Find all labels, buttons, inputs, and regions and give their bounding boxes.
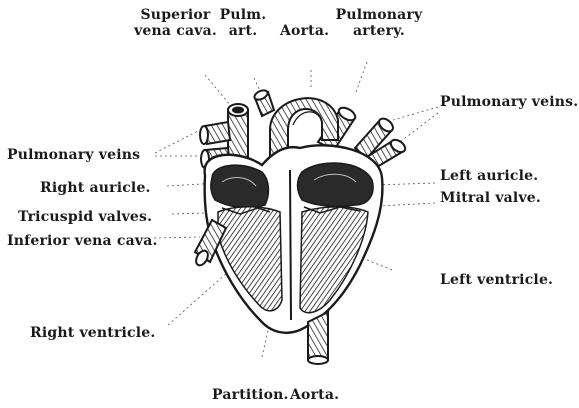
label-pulmonary-veins-left: Pulmonary veins bbox=[7, 147, 140, 163]
descending-aorta bbox=[308, 312, 328, 364]
label-right-ventricle: Right ventricle. bbox=[30, 325, 155, 341]
label-mitral-valve: Mitral valve. bbox=[440, 190, 541, 206]
label-aorta-top: Aorta. bbox=[280, 23, 329, 39]
label-left-ventricle: Left ventricle. bbox=[440, 272, 553, 288]
label-aorta-bottom: Aorta. bbox=[290, 387, 339, 403]
partition-septum bbox=[290, 170, 291, 320]
label-left-auricle: Left auricle. bbox=[440, 168, 538, 184]
label-pulm-art: Pulm. art. bbox=[218, 7, 268, 39]
left-auricle-chamber bbox=[298, 163, 374, 206]
label-partition: Partition. bbox=[212, 387, 289, 403]
label-inferior-vena-cava: Inferior vena cava. bbox=[7, 233, 158, 249]
label-tricuspid-valves: Tricuspid valves. bbox=[18, 209, 152, 225]
right-auricle-chamber bbox=[211, 165, 269, 208]
right-ventricle-chamber bbox=[218, 207, 282, 311]
label-pulmonary-veins-right: Pulmonary veins. bbox=[440, 94, 578, 110]
label-pulmonary-artery: Pulmonary artery. bbox=[332, 7, 426, 39]
label-superior-vena-cava: Superior vena cava. bbox=[133, 7, 218, 39]
pulm-art-stub bbox=[253, 88, 274, 116]
label-right-auricle: Right auricle. bbox=[40, 180, 151, 196]
